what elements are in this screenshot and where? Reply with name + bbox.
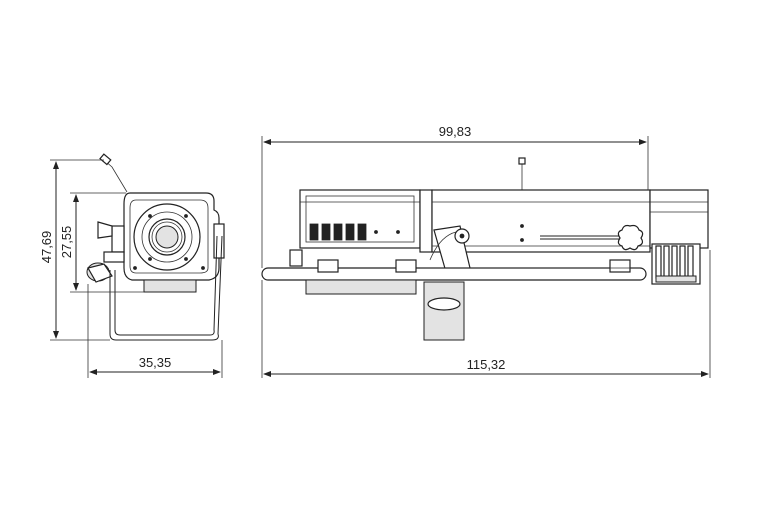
side-right-plate [213,223,225,259]
front-view: 99,83 115,32 [261,124,711,378]
side-view: 47,69 27,55 35,35 [39,153,225,378]
dim-text-35-35: 35,35 [139,355,172,370]
side-lens-inner [155,225,179,249]
side-left-handle [97,221,113,239]
front-barrel-right [431,189,651,253]
front-left-cap [289,249,303,267]
dim-text-27-55: 27,55 [59,226,74,259]
front-vents [309,223,367,241]
dim-text-47-69: 47,69 [39,231,54,264]
dim-text-99-83: 99,83 [439,124,472,139]
front-mount-plate [423,281,465,341]
front-mount-hole [427,297,461,311]
front-mount-block [305,279,417,295]
side-cable [103,159,128,193]
side-yoke [109,235,223,341]
front-rear-housing [649,189,709,249]
side-cable-plug [99,153,112,166]
dim-text-115-32: 115,32 [467,357,506,372]
front-rear-fins [655,245,694,279]
side-left-knob-block [111,225,125,253]
front-barrel-mid [419,189,433,253]
side-bottom-block [143,279,197,293]
front-slider-knob [617,224,644,251]
